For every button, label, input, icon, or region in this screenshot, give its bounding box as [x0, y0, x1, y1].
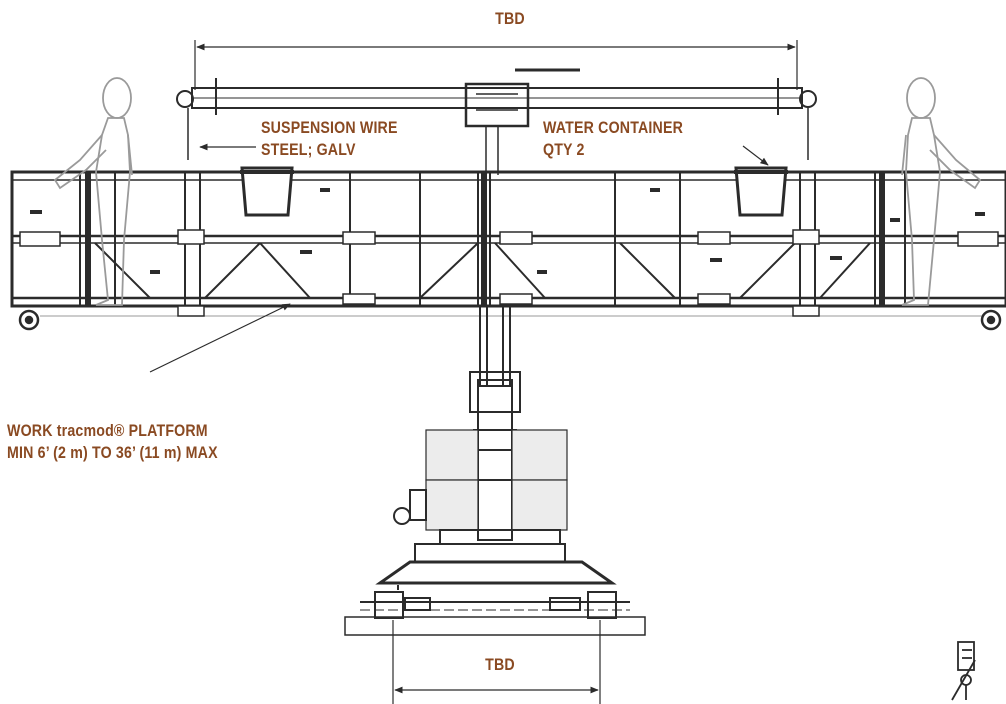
suspension-wire-line1: SUSPENSION WIRE — [261, 119, 398, 137]
overhead-beam — [176, 68, 817, 128]
base-carriage — [344, 489, 646, 636]
top-dimension-label: TBD — [495, 10, 525, 28]
water-container-line1: WATER CONTAINER — [543, 119, 684, 137]
platform-truss — [10, 170, 1006, 317]
leader-lines — [149, 143, 769, 373]
worker-right — [901, 77, 982, 306]
worker-left — [53, 77, 133, 306]
suspension-wire-line2: STEEL; GALV — [261, 141, 356, 159]
water-container-left — [240, 166, 294, 217]
water-container-line2: QTY 2 — [543, 141, 585, 159]
bottom-dimension — [392, 620, 601, 704]
top-dimension — [194, 40, 798, 90]
bottom-dimension-label: TBD — [485, 656, 515, 674]
work-platform-line1: WORK tracmod® PLATFORM — [7, 422, 208, 440]
corner-logo-icon — [951, 641, 976, 701]
platform-wheels — [18, 309, 1002, 331]
work-platform-callout: WORK tracmod® PLATFORM MIN 6’ (2 m) TO 3… — [7, 420, 218, 464]
suspension-wire-callout: SUSPENSION WIRE STEEL; GALV — [261, 117, 398, 161]
suspension-wires — [187, 108, 809, 175]
water-container-callout: WATER CONTAINER QTY 2 — [543, 117, 683, 161]
work-platform-line2: MIN 6’ (2 m) TO 36’ (11 m) MAX — [7, 444, 218, 462]
water-container-right — [734, 166, 788, 217]
